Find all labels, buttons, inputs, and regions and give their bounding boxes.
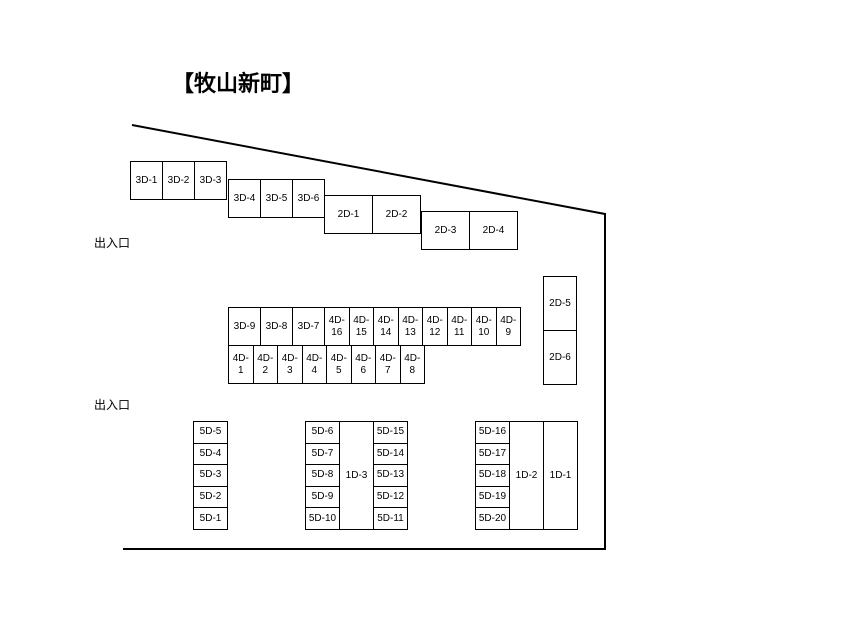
parking-space: 5D-10 bbox=[305, 507, 340, 530]
parking-space: 5D-12 bbox=[373, 485, 408, 509]
parking-space: 4D- 14 bbox=[373, 307, 399, 346]
boundary-line bbox=[123, 124, 606, 550]
parking-space: 4D- 6 bbox=[350, 345, 376, 384]
parking-space: 4D- 8 bbox=[399, 345, 425, 384]
parking-space: 4D- 11 bbox=[446, 307, 472, 346]
entrance-label-lower: 出入口 bbox=[94, 398, 131, 412]
parking-space: 3D-5 bbox=[260, 179, 293, 218]
parking-space: 4D- 2 bbox=[252, 345, 278, 384]
parking-space: 4D- 7 bbox=[375, 345, 401, 384]
parking-space: 1D-2 bbox=[509, 421, 544, 530]
parking-space: 5D-7 bbox=[305, 442, 340, 466]
parking-space: 5D-20 bbox=[475, 507, 510, 530]
parking-space: 5D-18 bbox=[475, 464, 510, 487]
parking-space: 4D- 3 bbox=[277, 345, 303, 384]
page-title: 【牧山新町】 bbox=[172, 72, 305, 97]
parking-space: 5D-16 bbox=[475, 421, 510, 444]
parking-space: 5D-8 bbox=[305, 464, 340, 487]
parking-space: 4D- 10 bbox=[471, 307, 497, 346]
parking-space: 5D-14 bbox=[373, 442, 408, 466]
parking-space: 3D-6 bbox=[292, 179, 325, 218]
parking-space: 5D-2 bbox=[193, 485, 228, 509]
parking-space: 3D-7 bbox=[292, 307, 325, 346]
parking-space: 5D-5 bbox=[193, 421, 228, 444]
parking-space: 4D- 9 bbox=[495, 307, 521, 346]
parking-space: 5D-6 bbox=[305, 421, 340, 444]
parking-space: 4D- 1 bbox=[228, 345, 254, 384]
parking-space: 5D-15 bbox=[373, 421, 408, 444]
parking-space: 4D- 13 bbox=[397, 307, 423, 346]
parking-space: 2D-2 bbox=[372, 195, 421, 234]
parking-space: 2D-4 bbox=[469, 211, 518, 250]
parking-space: 5D-3 bbox=[193, 464, 228, 487]
parking-space: 2D-5 bbox=[543, 276, 577, 331]
parking-space: 5D-4 bbox=[193, 442, 228, 466]
parking-space: 3D-8 bbox=[260, 307, 293, 346]
parking-space: 4D- 4 bbox=[301, 345, 327, 384]
parking-space: 5D-17 bbox=[475, 442, 510, 466]
parking-space: 3D-3 bbox=[194, 161, 227, 200]
parking-space: 5D-19 bbox=[475, 485, 510, 509]
parking-space: 2D-3 bbox=[421, 211, 470, 250]
parking-space: 1D-1 bbox=[543, 421, 578, 530]
entrance-label-upper: 出入口 bbox=[94, 236, 131, 250]
parking-space: 2D-1 bbox=[324, 195, 373, 234]
parking-space: 3D-4 bbox=[228, 179, 261, 218]
parking-space: 5D-9 bbox=[305, 485, 340, 509]
parking-space: 4D- 16 bbox=[324, 307, 350, 346]
parking-space: 1D-3 bbox=[339, 421, 374, 530]
parking-space: 4D- 5 bbox=[326, 345, 352, 384]
parking-space: 3D-2 bbox=[162, 161, 195, 200]
parking-space: 4D- 15 bbox=[348, 307, 374, 346]
parking-space: 5D-11 bbox=[373, 507, 408, 530]
parking-space: 3D-1 bbox=[130, 161, 163, 200]
parking-space: 3D-9 bbox=[228, 307, 261, 346]
parking-space: 5D-13 bbox=[373, 464, 408, 487]
parking-space: 4D- 12 bbox=[422, 307, 448, 346]
parking-space: 2D-6 bbox=[543, 330, 577, 385]
parking-space: 5D-1 bbox=[193, 507, 228, 530]
